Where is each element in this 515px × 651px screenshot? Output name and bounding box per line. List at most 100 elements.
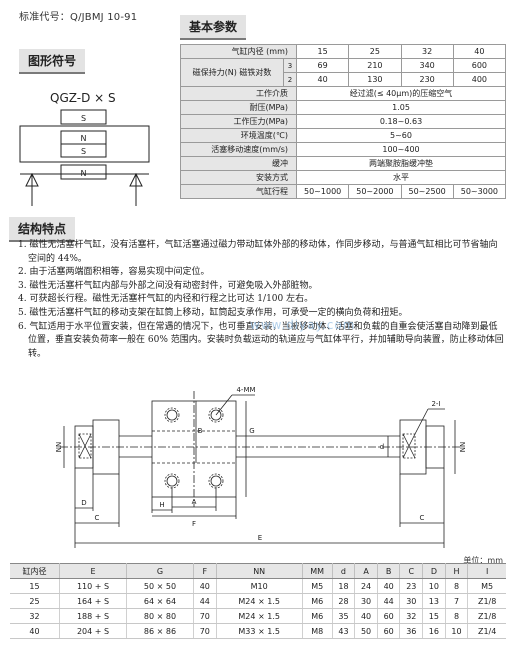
force-value: 340 [400, 58, 454, 73]
cell: M5 [302, 578, 333, 594]
cell: 64 × 64 [126, 593, 195, 609]
dimensions-table: 缸内径 E G F NN MM d A B C D H I 15 110 + S… [10, 563, 506, 639]
bore-label: 气缸内径 (mm) [180, 44, 297, 59]
force-value: 210 [348, 58, 402, 73]
cell: 23 [399, 578, 424, 594]
section-params-title: 基本参数 [180, 15, 247, 40]
symbol-mid-n: N [81, 134, 87, 143]
param-value: 5~60 [296, 128, 506, 143]
cell: 70 [193, 608, 217, 624]
dims-row: 32 188 + S 80 × 80 70 M24 × 1.5 M6 35 40… [10, 608, 506, 624]
cell: 164 + S [59, 593, 127, 609]
label-d: d [380, 443, 384, 451]
force-value: 69 [295, 58, 350, 73]
stroke-value: 50~1000 [295, 184, 350, 199]
feature-item: 4. 可获超长行程。磁性无活塞杆气缸的内径和行程之比可达 1/100 左右。 [18, 294, 314, 305]
stroke-value: 50~2000 [348, 184, 402, 199]
graphic-symbol: S N S N [19, 109, 150, 206]
stroke-value: 50~2500 [400, 184, 454, 199]
cell: M6 [302, 593, 333, 609]
params-row: 安装方式 水平 [180, 170, 506, 185]
section-symbol-title: 图形符号 [19, 49, 86, 74]
label-nn-right: NN [459, 442, 467, 452]
col-header: 缸内径 [10, 563, 61, 579]
cell: 40 [377, 578, 401, 594]
cell: 8 [445, 578, 469, 594]
feature-item: 1. 磁性无活塞杆气缸，没有活塞杆，气缸活塞通过磁力带动缸体外部的移动体，作同步… [18, 240, 498, 264]
cell: 60 [377, 623, 401, 639]
cell: 28 [332, 593, 356, 609]
cell: Z1/8 [467, 608, 506, 624]
col-header: I [467, 563, 506, 579]
force-value: 230 [400, 72, 454, 87]
cell: M5 [467, 578, 506, 594]
cell: 40 [193, 578, 217, 594]
watermark: www.diyay.com [250, 318, 356, 332]
params-row: 活塞移动速度(mm/s) 100~400 [180, 142, 506, 157]
col-header: A [354, 563, 378, 579]
cell: 16 [422, 623, 446, 639]
param-value: 经过滤(≤ 40μm)的压缩空气 [296, 86, 506, 101]
pair-count: 2 [283, 72, 297, 87]
symbol-bottom-n: N [81, 169, 87, 178]
col-header: D [422, 563, 446, 579]
section-features-title: 结构特点 [9, 217, 76, 242]
cell: 110 + S [59, 578, 127, 594]
force-value: 600 [452, 58, 507, 73]
model-label: QGZ-D × S [50, 91, 116, 105]
feature-item: 2. 由于活塞两端面积相等，容易实现中间定位。 [18, 267, 210, 278]
label-g: G [249, 427, 254, 435]
cell: 44 [377, 593, 401, 609]
force-value: 130 [348, 72, 402, 87]
feature-item: 5. 磁性无活塞杆气缸的移动支架在缸筒上移动，缸筒起支承作用，可承受一定的横向负… [18, 307, 408, 318]
param-value: 0.18~0.63 [296, 114, 506, 129]
params-row-force-2: 2 40 130 230 400 [181, 72, 507, 87]
cell: 7 [445, 593, 469, 609]
params-row: 耐压(MPa) 1.05 [180, 100, 506, 115]
magnet-pairs-text: 磁铁对数 [239, 68, 272, 77]
cell: 15 [10, 578, 61, 594]
bore-value: 40 [452, 44, 507, 59]
label-c-right: C [420, 514, 425, 522]
label-d-upper: D [81, 499, 86, 507]
param-value: 100~400 [296, 142, 506, 157]
cell: M33 × 1.5 [216, 623, 303, 639]
cell: 50 [354, 623, 378, 639]
label-b: B [198, 427, 203, 435]
label-h: H [159, 501, 164, 509]
cell: 204 + S [59, 623, 127, 639]
label-nn-left: NN [55, 442, 63, 452]
dims-row: 25 164 + S 64 × 64 44 M24 × 1.5 M6 28 30… [10, 593, 506, 609]
label-c-left: C [95, 514, 100, 522]
cell: 40 [354, 608, 378, 624]
params-row: 环境温度(℃) 5~60 [180, 128, 506, 143]
cell: 70 [193, 623, 217, 639]
col-header: G [126, 563, 195, 579]
col-header: F [193, 563, 217, 579]
cell: 15 [422, 608, 446, 624]
params-row: 缓冲 两端聚胺脂缓冲垫 [180, 156, 506, 171]
params-row-bore: 气缸内径 (mm) 15 25 32 40 [180, 44, 507, 59]
cell: 44 [193, 593, 217, 609]
symbol-mid-s: S [81, 147, 86, 156]
stroke-value: 50~3000 [452, 184, 507, 199]
params-row-force-3: 磁保持力(N) 磁铁对数 3 69 210 340 600 [180, 58, 507, 87]
holding-force-text: 磁保持力(N) [192, 68, 237, 77]
cell: 30 [399, 593, 424, 609]
cell: 36 [399, 623, 424, 639]
cell: 30 [354, 593, 378, 609]
cell: M6 [302, 608, 333, 624]
dimension-drawing: 4-MM 2-I NN NN B G d H A F D C C E [55, 386, 467, 548]
col-header: H [445, 563, 469, 579]
force-value: 400 [452, 72, 507, 87]
cell: M8 [302, 623, 333, 639]
cell: 80 × 80 [126, 608, 195, 624]
bore-value: 25 [348, 44, 402, 59]
cell: 13 [422, 593, 446, 609]
cell: 40 [10, 623, 61, 639]
param-value: 两端聚胺脂缓冲垫 [296, 156, 506, 171]
cell: 25 [10, 593, 61, 609]
cell: 86 × 86 [126, 623, 195, 639]
dims-row: 40 204 + S 86 × 86 70 M33 × 1.5 M8 43 50… [10, 623, 506, 639]
cell: 188 + S [59, 608, 127, 624]
